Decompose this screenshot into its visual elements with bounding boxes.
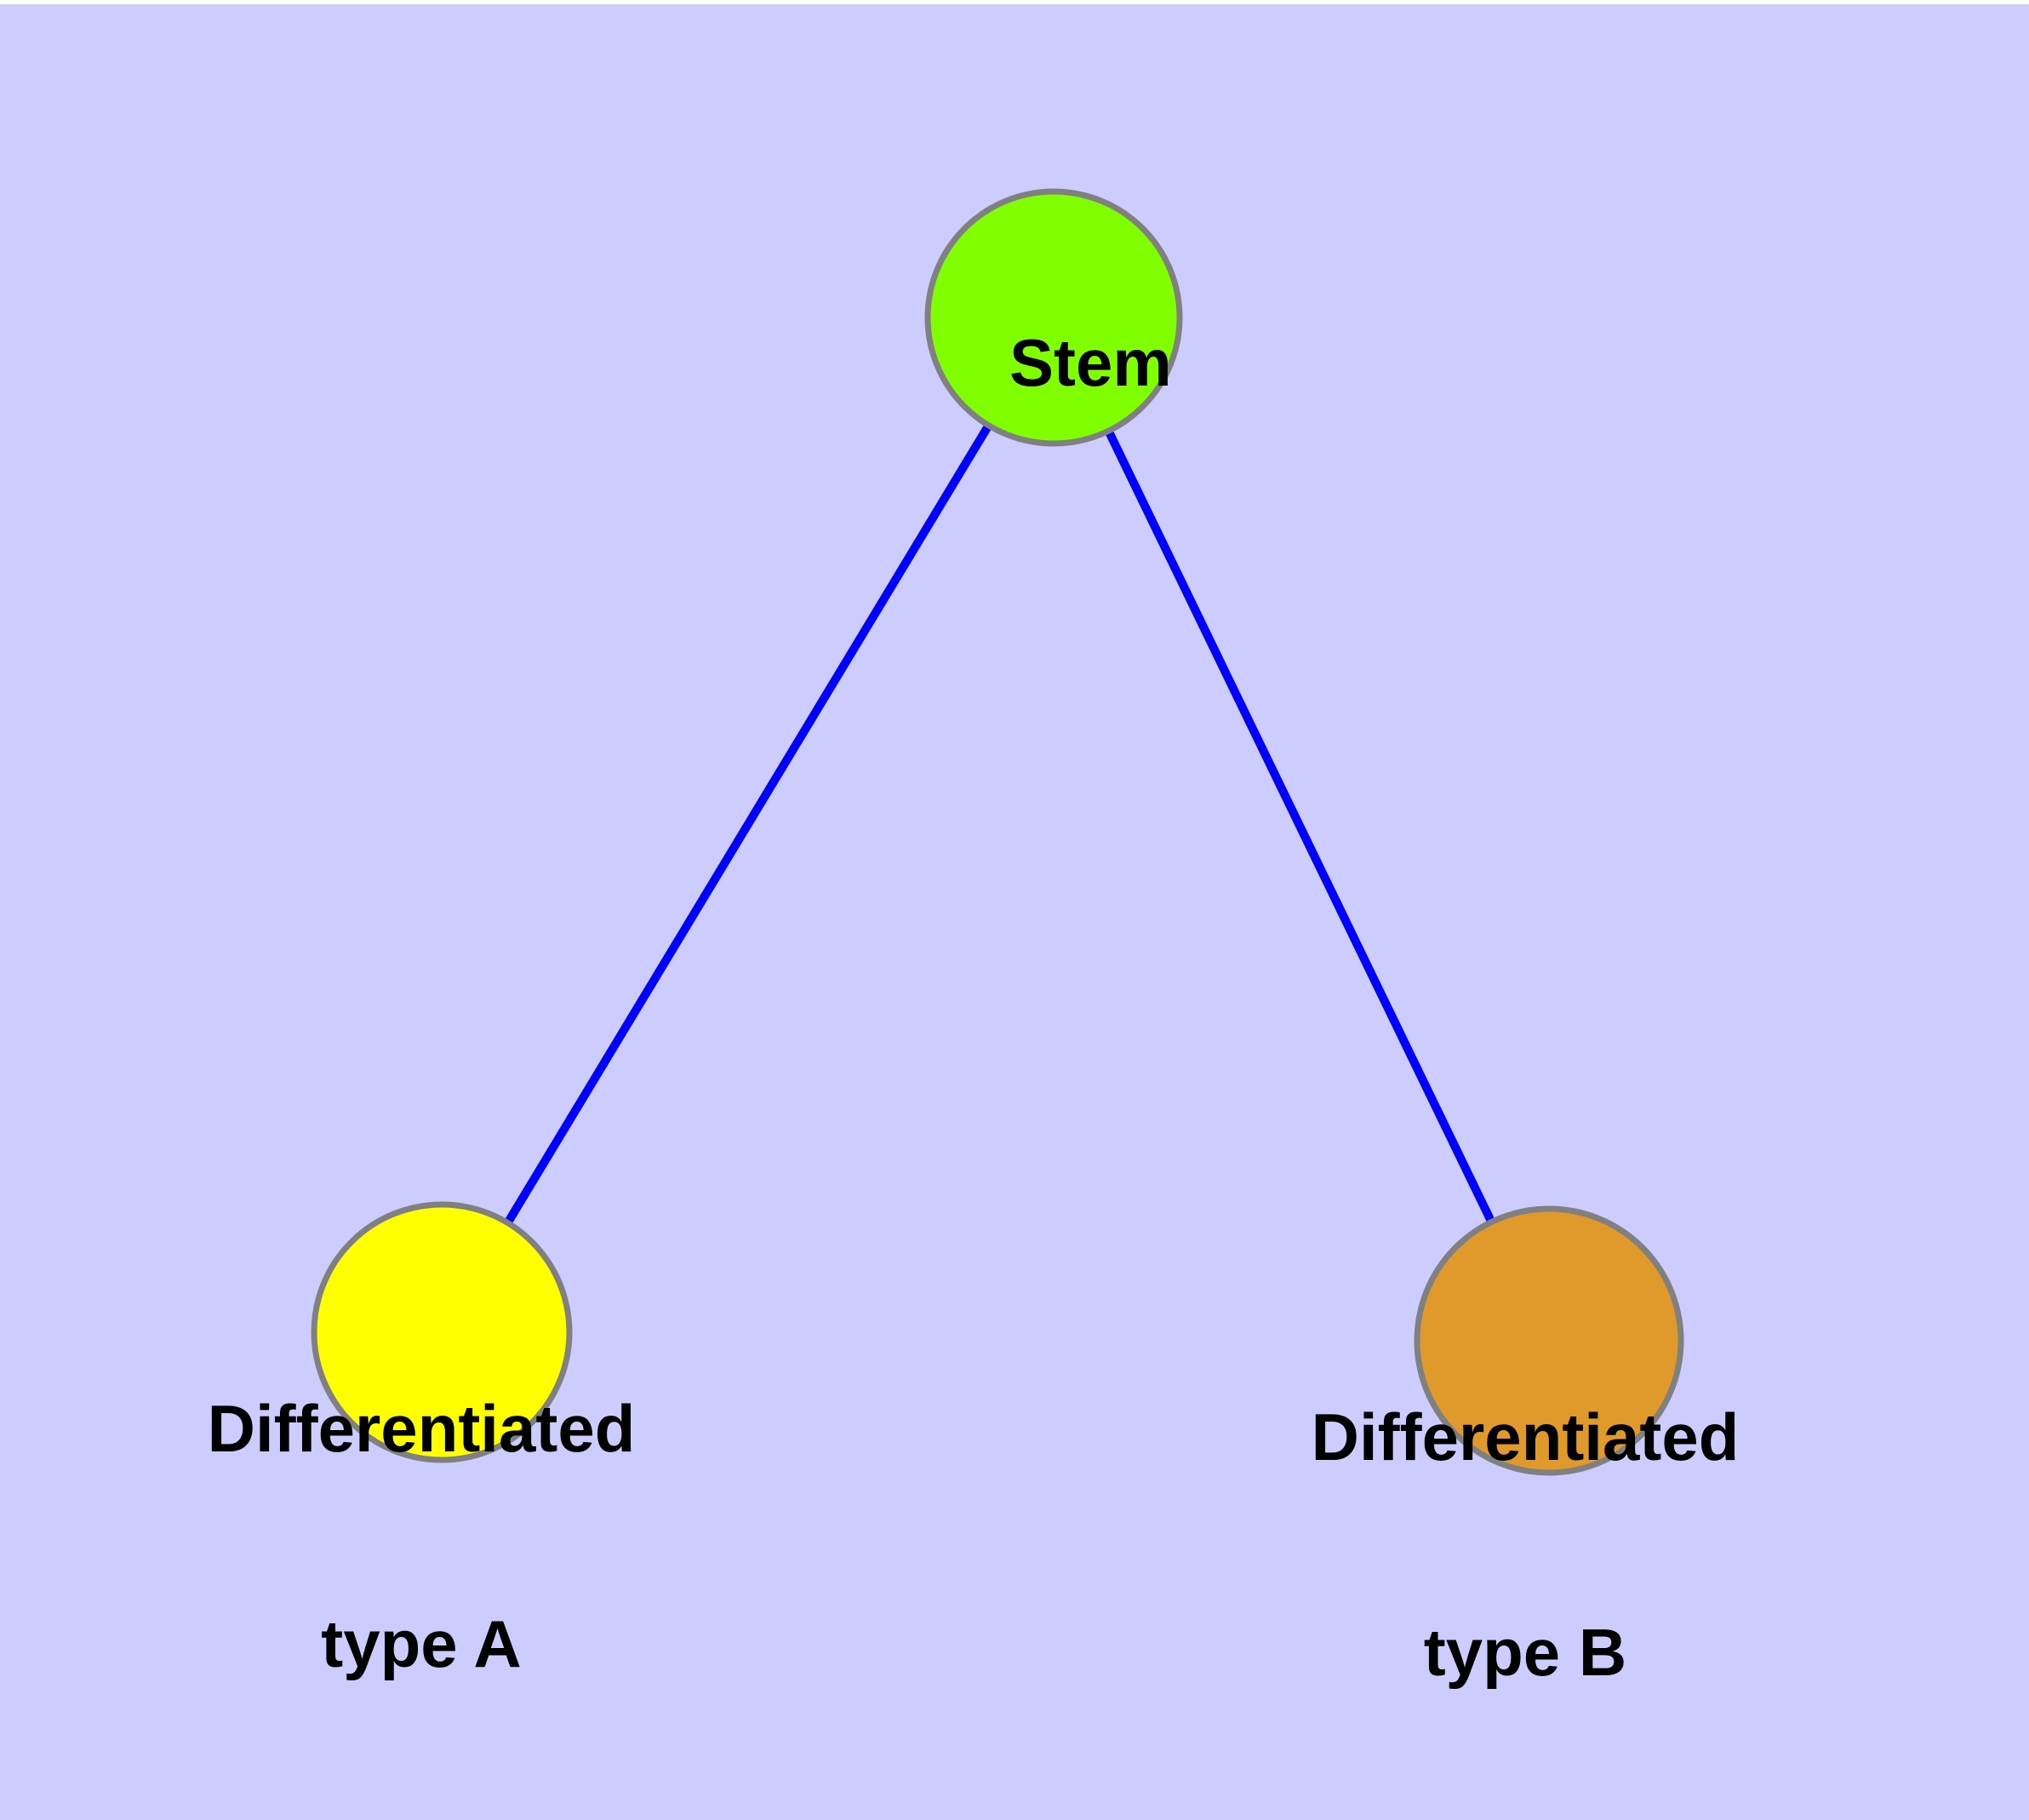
edge-layer [437, 315, 1553, 1343]
node-diff-a-circle[interactable] [311, 1201, 573, 1463]
node-diff-b-circle[interactable] [1414, 1205, 1684, 1476]
node-layer [311, 188, 1684, 1476]
edge-stem-to-type-b[interactable] [1049, 315, 1553, 1343]
node-stem-circle[interactable] [924, 188, 1183, 447]
edge-stem-to-type-a[interactable] [437, 315, 1058, 1335]
